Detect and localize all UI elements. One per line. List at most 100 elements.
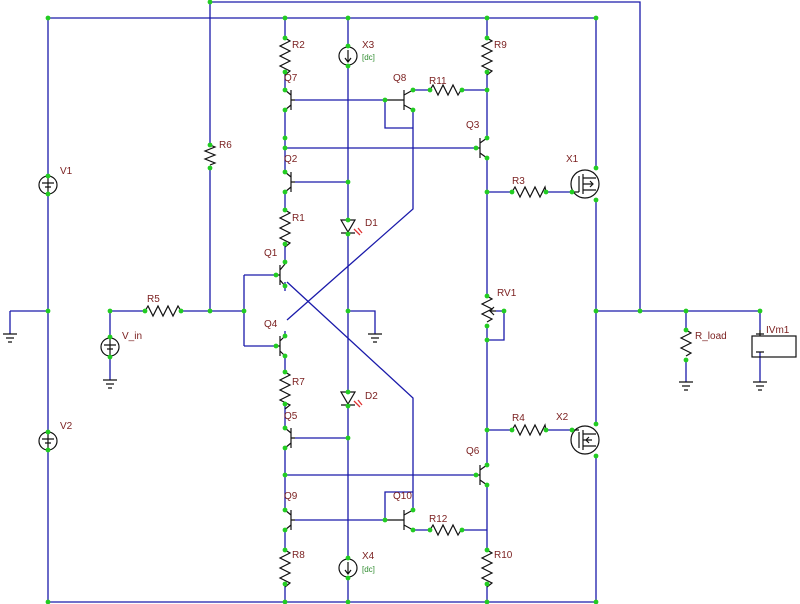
node-dot bbox=[683, 327, 689, 333]
node-dot bbox=[282, 581, 288, 587]
node-dot bbox=[282, 87, 288, 93]
node-dot bbox=[683, 308, 689, 314]
node-dot bbox=[282, 169, 288, 175]
node-dot bbox=[45, 447, 51, 453]
resistor-R1 bbox=[278, 209, 292, 248]
node-dot bbox=[282, 135, 288, 141]
cross-wire-2 bbox=[286, 281, 414, 510]
resistor-R10 bbox=[480, 549, 494, 588]
transistor-Q8 bbox=[385, 89, 414, 111]
node-dot bbox=[569, 427, 575, 433]
v-ground-wire bbox=[9, 310, 48, 334]
node-dot bbox=[593, 15, 599, 21]
resistor-R_load bbox=[679, 329, 693, 357]
label-V1: V1 bbox=[60, 166, 73, 177]
resistor-R12 bbox=[429, 523, 462, 537]
node-dot bbox=[45, 599, 51, 604]
label-D2: D2 bbox=[365, 391, 378, 402]
node-dot bbox=[509, 189, 515, 195]
node-dot bbox=[178, 308, 184, 314]
node-dot bbox=[593, 197, 599, 203]
label-Q8: Q8 bbox=[393, 73, 407, 84]
center-ground-wire bbox=[348, 310, 376, 334]
node-dot bbox=[484, 155, 490, 161]
voltage-source-V_in bbox=[100, 337, 120, 357]
resistor-R4 bbox=[511, 423, 547, 437]
node-dot bbox=[473, 145, 479, 151]
node-dot bbox=[282, 401, 288, 407]
label-IVm1: IVm1 bbox=[766, 325, 790, 336]
node-dot bbox=[484, 189, 490, 195]
label-X3: X3 bbox=[362, 40, 375, 51]
label-Q7: Q7 bbox=[284, 73, 298, 84]
node-dot bbox=[345, 403, 351, 409]
node-dot bbox=[345, 575, 351, 581]
node-dot bbox=[282, 107, 288, 113]
node-dot bbox=[593, 453, 599, 459]
label-R10: R10 bbox=[494, 550, 513, 561]
node-dot bbox=[484, 293, 490, 299]
node-dot bbox=[484, 87, 490, 93]
mosfet-X2 bbox=[570, 425, 600, 455]
transistor-Q9 bbox=[284, 509, 295, 531]
node-dot bbox=[410, 527, 416, 533]
mosfet-X1 bbox=[570, 169, 600, 199]
resistor-R6 bbox=[203, 144, 217, 166]
right-upper-column bbox=[486, 18, 505, 341]
node-dot bbox=[345, 179, 351, 185]
node-dot bbox=[282, 527, 288, 533]
node-dot bbox=[207, 0, 213, 5]
label-R2: R2 bbox=[292, 40, 305, 51]
node-dot bbox=[207, 142, 213, 148]
node-dot bbox=[282, 425, 288, 431]
node-dot bbox=[273, 343, 279, 349]
node-dot bbox=[282, 333, 288, 339]
resistor-R3 bbox=[511, 185, 547, 199]
node-dot bbox=[593, 421, 599, 427]
node-dot bbox=[757, 308, 763, 314]
node-dot bbox=[543, 427, 549, 433]
supply-rail-wire bbox=[47, 17, 596, 603]
label-R11: R11 bbox=[429, 76, 447, 87]
node-dot bbox=[282, 145, 288, 151]
node-dot bbox=[345, 435, 351, 441]
resistor-R5 bbox=[144, 304, 182, 318]
label-Q10: Q10 bbox=[393, 491, 412, 502]
labels: R2 R9 R11 R6 R3 R1 R5 RV1 R7 R4 R12 R8 R… bbox=[60, 40, 790, 574]
node-dot bbox=[282, 69, 288, 75]
node-dot bbox=[484, 547, 490, 553]
label-X2: X2 bbox=[556, 412, 569, 423]
node-dot bbox=[427, 87, 433, 93]
node-dot bbox=[241, 308, 247, 314]
resistor-R11 bbox=[429, 83, 462, 97]
node-dot bbox=[282, 259, 288, 265]
ground-symbols bbox=[3, 333, 767, 391]
node-dot bbox=[410, 87, 416, 93]
node-dot bbox=[593, 165, 599, 171]
node-dot bbox=[345, 63, 351, 69]
node-dot bbox=[473, 472, 479, 478]
label-Q5: Q5 bbox=[284, 411, 298, 422]
node-dot bbox=[683, 357, 689, 363]
base-link-wire bbox=[243, 274, 276, 347]
label-R_load: R_load bbox=[695, 331, 727, 342]
node-dot bbox=[459, 527, 465, 533]
node-dot bbox=[282, 35, 288, 41]
mirror-top-wires bbox=[295, 99, 413, 183]
label-Q4: Q4 bbox=[264, 319, 278, 330]
label-R3: R3 bbox=[512, 176, 525, 187]
node-dot bbox=[282, 445, 288, 451]
label-V_in: V_in bbox=[122, 331, 142, 342]
node-dot bbox=[345, 599, 351, 604]
node-dot bbox=[345, 43, 351, 49]
label-R5: R5 bbox=[147, 294, 160, 305]
resistor-R2 bbox=[278, 37, 292, 76]
input-wire bbox=[109, 310, 244, 380]
node-dot bbox=[569, 189, 575, 195]
label-X1: X1 bbox=[566, 154, 579, 165]
node-dot bbox=[142, 308, 148, 314]
label-RV1: RV1 bbox=[497, 288, 517, 299]
led-D1 bbox=[339, 219, 363, 236]
